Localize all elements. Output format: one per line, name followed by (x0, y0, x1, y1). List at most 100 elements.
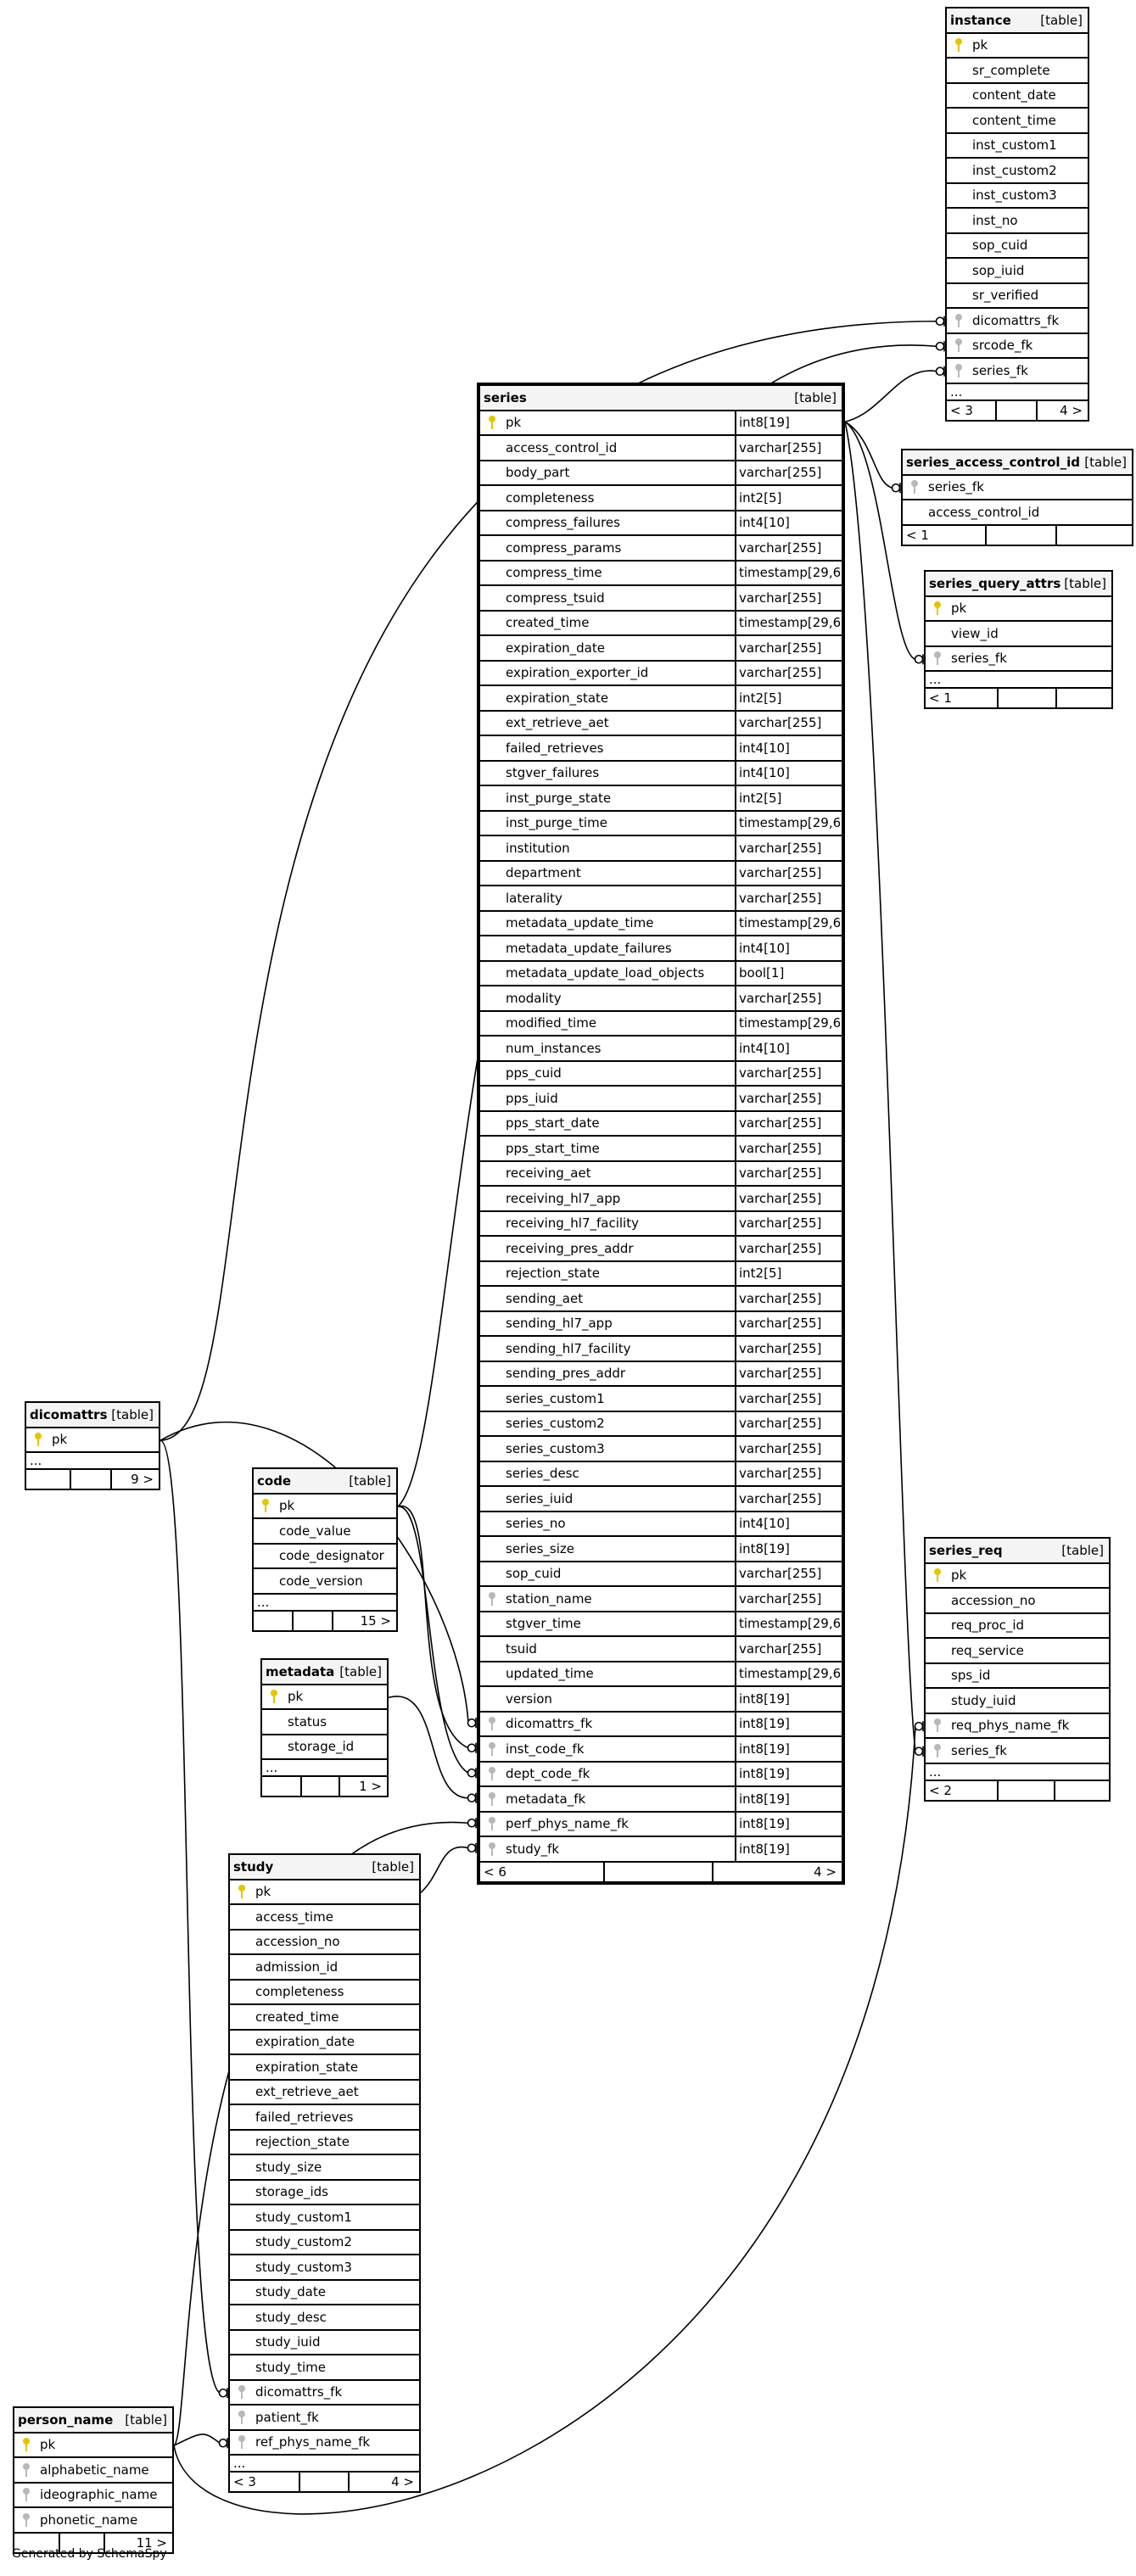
column-row[interactable]: req_service (926, 1639, 1109, 1664)
column-row[interactable]: study_iuid (230, 2331, 419, 2355)
column-row[interactable]: patient_fk (230, 2406, 419, 2431)
column-row[interactable]: dicomattrs_fk (947, 309, 1088, 334)
column-row[interactable]: study_iuid (926, 1689, 1109, 1714)
column-row[interactable]: study_desc (230, 2305, 419, 2331)
table-series-access-control-id[interactable]: series_access_control_id[table]series_fk… (901, 449, 1133, 546)
table-name[interactable]: dicomattrs (30, 1406, 108, 1422)
table-header[interactable]: code[table] (254, 1469, 396, 1495)
table-header[interactable]: series_query_attrs[table] (926, 572, 1111, 597)
column-row[interactable]: study_date (230, 2281, 419, 2305)
table-header[interactable]: series_req[table] (926, 1539, 1109, 1564)
table-name[interactable]: series (484, 389, 527, 405)
column-row[interactable]: expiration_date (230, 2031, 419, 2055)
column-row[interactable]: series_fk (926, 647, 1111, 672)
column-row[interactable]: pk (926, 1564, 1109, 1589)
column-row[interactable]: pk (262, 1685, 387, 1710)
table-header[interactable]: study[table] (230, 1855, 419, 1880)
table-name[interactable]: series_access_control_id (906, 454, 1080, 470)
column-row[interactable]: inst_custom3 (947, 184, 1088, 209)
column-row[interactable]: created_time (230, 2005, 419, 2031)
column-row[interactable]: dicomattrs_fk (230, 2381, 419, 2406)
column-row[interactable]: sop_cuid (947, 234, 1088, 259)
table-name[interactable]: study (233, 1858, 274, 1875)
column-row[interactable]: pk (947, 34, 1088, 59)
table-header[interactable]: metadata[table] (262, 1660, 387, 1685)
column-row[interactable]: storage_ids (230, 2181, 419, 2205)
column-row[interactable]: study_custom3 (230, 2255, 419, 2281)
column-row[interactable]: expiration_state (230, 2055, 419, 2081)
column-row[interactable]: accession_no (230, 1931, 419, 1955)
column-row[interactable]: study_size (230, 2155, 419, 2181)
column-row[interactable]: sr_complete (947, 59, 1088, 84)
column-row[interactable]: ideographic_name (14, 2484, 172, 2508)
column-row[interactable]: pk (14, 2434, 172, 2458)
column-row[interactable]: code_designator (254, 1545, 396, 1569)
column-row[interactable]: pk (254, 1495, 396, 1519)
column-row[interactable]: content_time (947, 109, 1088, 134)
table-header[interactable]: person_name[table] (14, 2408, 172, 2434)
column-row[interactable]: ext_retrieve_aet (230, 2081, 419, 2105)
column-row[interactable]: sop_iuid (947, 259, 1088, 284)
column-row[interactable]: series_fk (947, 359, 1088, 384)
column-row[interactable]: series_fk (926, 1739, 1109, 1764)
column-row[interactable]: series_fk (903, 476, 1132, 500)
table-name[interactable]: code (257, 1472, 292, 1489)
column-row[interactable]: study_custom1 (230, 2205, 419, 2231)
column-row[interactable]: code_value (254, 1519, 396, 1545)
column-row[interactable]: completeness (230, 1981, 419, 2005)
column-row[interactable]: failed_retrieves (230, 2105, 419, 2131)
column-row[interactable]: admission_id (230, 1955, 419, 1981)
column-row[interactable]: sr_verified (947, 284, 1088, 309)
table-header[interactable]: instance[table] (947, 8, 1088, 34)
table-dicomattrs[interactable]: dicomattrs[table]pk...9 > (25, 1401, 160, 1490)
column-row[interactable]: inst_custom2 (947, 159, 1088, 184)
column-row[interactable]: inst_custom1 (947, 134, 1088, 159)
column-row[interactable]: req_proc_id (926, 1614, 1109, 1639)
column-row[interactable]: content_date (947, 84, 1088, 109)
column-row[interactable]: study_time (230, 2355, 419, 2381)
table-name[interactable]: person_name (18, 2411, 114, 2428)
